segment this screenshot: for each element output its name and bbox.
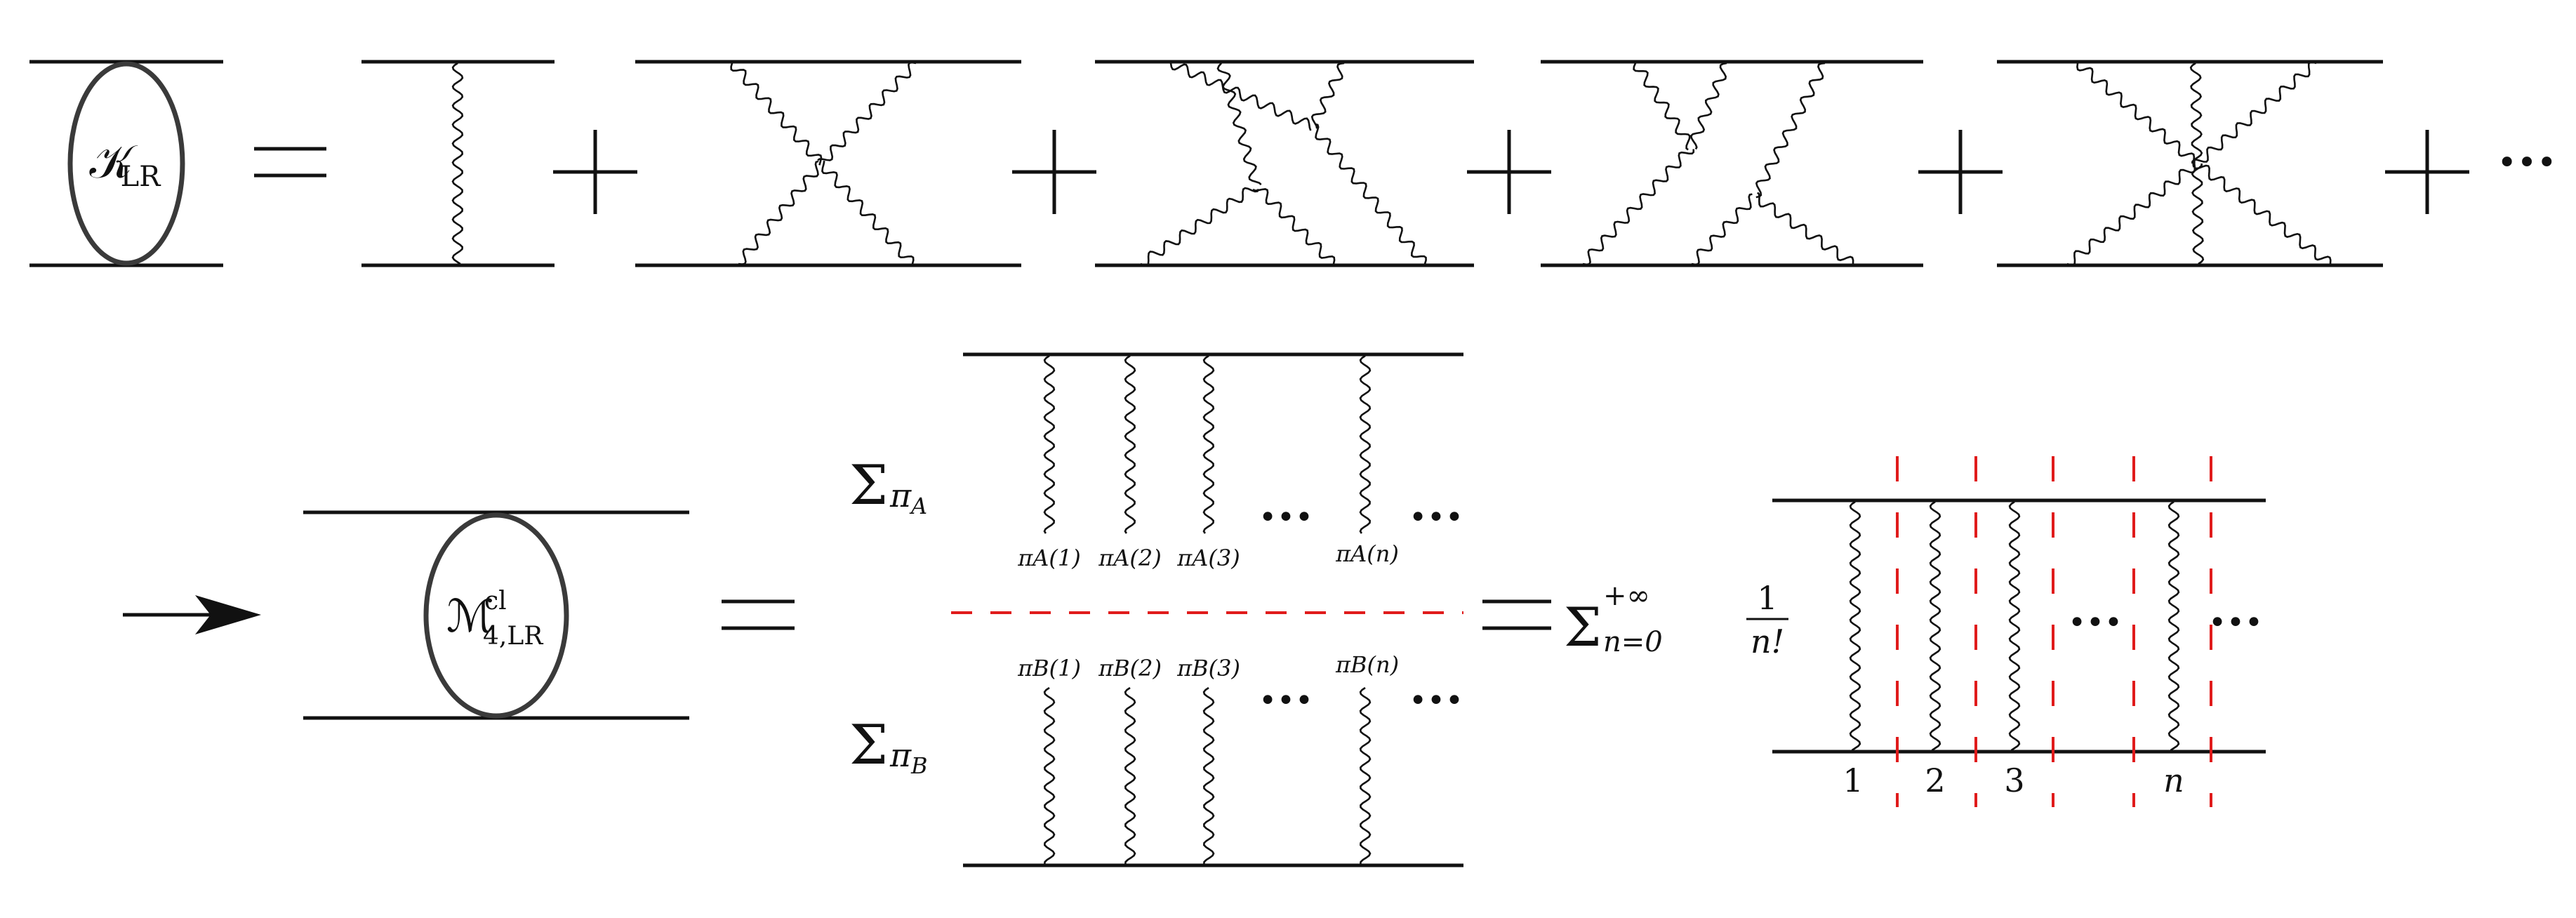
dots-ladder-1: •••: [2068, 605, 2123, 641]
dots-ladder-2: •••: [2208, 605, 2263, 641]
wavy-exchange: [2076, 62, 2196, 168]
wavy-exchange: [1140, 187, 1260, 267]
four-leg-vertex-diagram: [635, 60, 1021, 267]
wavy-exchange: [738, 160, 819, 265]
amplitude-symbol: ℳ: [446, 591, 494, 643]
two-vertex-diagram-mirrored: [1541, 60, 1923, 267]
equals-sign-top: [254, 147, 326, 178]
plus-sign-3: [1467, 130, 1551, 214]
arrow: [123, 595, 261, 634]
sum-pi-a-index: A: [909, 493, 927, 519]
arrow-head: [195, 595, 261, 634]
dots-upper-1: •••: [1259, 500, 1313, 536]
wavy-exchange: [1633, 62, 1691, 151]
wavy-exchange: [1043, 686, 1056, 865]
wavy-exchange: [1359, 686, 1372, 865]
wavy-exchange: [1315, 123, 1427, 265]
wavy-exchange: [1849, 500, 1861, 752]
wavy-exchange: [1252, 188, 1336, 265]
sum-pi-a: Σ π A: [849, 454, 927, 519]
wavy-exchange: [1582, 149, 1695, 266]
dots-upper-2: •••: [1409, 500, 1463, 536]
amplitude-blob: [423, 512, 569, 719]
plus-sign-5: [2385, 130, 2469, 214]
wavy-exchange: [817, 61, 917, 161]
label-pi-a-2: πA(2): [1098, 545, 1161, 571]
plus-sign-1: [553, 130, 637, 214]
wavy-exchange: [1310, 62, 1345, 129]
wavy-exchange: [1690, 62, 1727, 150]
series-upper-limit: +∞: [1603, 580, 1650, 612]
two-vertex-diagram: [1095, 60, 1474, 267]
plus-sign-2: [1012, 130, 1096, 214]
kernel-blob: [67, 61, 185, 266]
equals-sign-bottom-1: [722, 599, 795, 630]
wavy-exchange: [1124, 686, 1136, 865]
label-pi-a-n: πA(n): [1335, 540, 1399, 567]
wavy-exchange: [1755, 62, 1826, 199]
ladder-label-3: 3: [2004, 761, 2024, 799]
sum-pi-b: Σ π B: [849, 714, 928, 779]
series-numerator: 1: [1757, 579, 1777, 617]
amplitude-blob-diagram: ℳ cl 4,LR: [303, 510, 689, 720]
wavy-exchange: [1124, 354, 1136, 534]
label-pi-b-2: πB(2): [1098, 655, 1162, 681]
wavy-exchange: [1691, 193, 1753, 266]
wavy-exchange: [2008, 500, 2021, 752]
equals-sign-bottom-2: [1482, 599, 1551, 630]
wavy-exchange: [2193, 61, 2317, 163]
label-pi-b-n: πB(n): [1335, 651, 1399, 678]
amplitude-subscript: 4,LR: [483, 622, 543, 651]
wavy-exchange: [1929, 500, 1941, 752]
ladder-label-1: 1: [1843, 761, 1863, 799]
ladder-label-n: n: [2163, 761, 2184, 799]
six-leg-vertex-diagram: [1997, 60, 2383, 267]
wavy-exchange: [1756, 192, 1854, 265]
wavy-exchange: [730, 62, 823, 166]
label-pi-a-1: πA(1): [1017, 545, 1080, 571]
wavy-exchange: [1202, 354, 1215, 534]
wavy-exchange: [1359, 354, 1372, 534]
wavy-exchange: [1169, 62, 1312, 131]
sum-pi-a-sigma: Σ: [849, 454, 888, 517]
lower-half-ladder: πB(1) πB(2) πB(3) πB(n) ••• •••: [963, 651, 1463, 867]
wavy-exchange: [2193, 164, 2332, 265]
cut-ladder-diagram: ••• ••• 1 2 3 n: [1772, 456, 2266, 807]
label-pi-b-1: πB(1): [1017, 655, 1081, 681]
dots-lower-1: •••: [1259, 683, 1313, 719]
series-factor: Σ +∞ n=0 1 n!: [1564, 579, 1788, 660]
ladder-label-2: 2: [1925, 761, 1945, 799]
plus-sign-4: [1918, 130, 2003, 214]
amplitude-superscript: cl: [484, 587, 507, 616]
label-pi-a-3: πA(3): [1176, 545, 1240, 571]
wavy-exchange: [1216, 62, 1262, 186]
wavy-exchange: [2189, 62, 2203, 164]
kernel-blob-diagram: 𝒦 LR: [29, 60, 223, 267]
upper-half-ladder: ••• ••• πA(1) πA(2) πA(3) πA(n): [963, 352, 1463, 571]
kernel-symbol: 𝒦: [89, 135, 138, 189]
wavy-exchange: [1202, 686, 1215, 865]
kernel-subscript: LR: [121, 161, 162, 193]
wavy-exchange: [2167, 500, 2180, 752]
series-lower-limit: n=0: [1603, 626, 1663, 658]
wavy-exchange: [451, 62, 464, 265]
sum-pi-b-index: B: [910, 752, 928, 779]
label-pi-b-3: πB(3): [1176, 655, 1240, 681]
wavy-exchange: [1043, 354, 1056, 534]
wavy-exchange: [2191, 163, 2205, 265]
series-denominator: n!: [1751, 623, 1784, 660]
wavy-exchange: [821, 160, 915, 265]
wavy-exchange: [2066, 160, 2196, 267]
sum-pi-b-sigma: Σ: [849, 714, 888, 777]
single-exchange-diagram: [361, 60, 555, 267]
sum-pi-a-pi: π: [889, 477, 912, 514]
sum-pi-b-pi: π: [889, 736, 912, 774]
series-sigma: Σ: [1564, 596, 1602, 658]
dots-lower-2: •••: [1409, 683, 1463, 719]
trailing-dots: •••: [2497, 143, 2557, 182]
